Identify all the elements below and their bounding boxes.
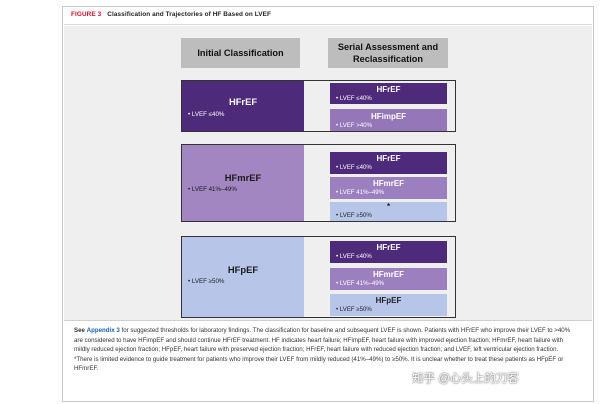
- outcome-hfpef-hfref: HFrEF • LVEF ≤40%: [330, 241, 447, 263]
- figure-title: Classification and Trajectories of HF Ba…: [107, 11, 271, 18]
- outcome-hfpef-hfmref: HFmrEF • LVEF 41%–49%: [330, 268, 447, 290]
- initial-criterion: • LVEF 41%–49%: [188, 186, 237, 193]
- outcome-criterion: • LVEF ≤40%: [336, 95, 372, 102]
- outcome-title: HFrEF: [376, 154, 401, 163]
- outcome-hfref-hfref: HFrEF • LVEF ≤40%: [330, 83, 447, 104]
- outcome-criterion: • LVEF 41%–49%: [336, 280, 385, 287]
- initial-box-hfpef: HFpEF • LVEF ≥50%: [182, 237, 304, 317]
- initial-criterion: • LVEF ≥50%: [188, 278, 225, 285]
- outcome-title: *: [386, 202, 391, 211]
- outcome-hfref-hfimpef: HFimpEF • LVEF >40%: [330, 109, 447, 131]
- outcome-criterion: • LVEF ≤40%: [336, 164, 372, 171]
- outcome-criterion: • LVEF 41%–49%: [336, 189, 385, 196]
- initial-title: HFrEF: [228, 96, 258, 107]
- initial-title: HFpEF: [227, 264, 259, 275]
- initial-box-hfref: HFrEF • LVEF ≤40%: [182, 81, 304, 131]
- caption-text: for suggested thresholds for laboratory …: [74, 327, 571, 372]
- outcome-criterion: • LVEF ≥50%: [336, 306, 372, 313]
- outcome-hfmref-hfref: HFrEF • LVEF ≤40%: [330, 152, 447, 174]
- figure-heading: FIGURE 3 Classification and Trajectories …: [71, 11, 271, 18]
- initial-box-hfmref: HFmrEF • LVEF 41%–49%: [182, 145, 304, 221]
- outcome-title: HFrEF: [376, 85, 401, 94]
- outcome-criterion: • LVEF ≥50%: [336, 212, 372, 219]
- outcome-title: HFrEF: [376, 243, 401, 252]
- outcome-title: HFpEF: [375, 296, 402, 305]
- caption-see: See: [74, 327, 85, 334]
- watermark: 知乎 @心头上的刀客: [412, 373, 519, 385]
- title-divider: [64, 24, 592, 25]
- appendix-link[interactable]: Appendix 3: [86, 327, 120, 334]
- outcome-criterion: • LVEF >40%: [336, 122, 373, 129]
- header-initial-classification: Initial Classification: [181, 38, 300, 68]
- initial-criterion: • LVEF ≤40%: [188, 111, 225, 118]
- outcome-title: HFimpEF: [370, 112, 407, 121]
- figure-caption: See Appendix 3 for suggested thresholds …: [74, 326, 574, 374]
- outcome-hfmref-improved: * • LVEF ≥50%: [330, 202, 447, 221]
- outcome-title: HFmrEF: [372, 179, 405, 188]
- outcome-criterion: • LVEF ≤40%: [336, 253, 372, 260]
- caption-divider: [64, 320, 592, 321]
- initial-title: HFmrEF: [224, 172, 262, 183]
- outcome-hfpef-hfpef: HFpEF • LVEF ≥50%: [330, 294, 447, 316]
- outcome-hfmref-hfmref: HFmrEF • LVEF 41%–49%: [330, 177, 447, 199]
- outcome-title: HFmrEF: [372, 270, 405, 279]
- figure-number: FIGURE 3: [71, 11, 102, 18]
- header-serial-assessment: Serial Assessment and Reclassification: [328, 38, 448, 68]
